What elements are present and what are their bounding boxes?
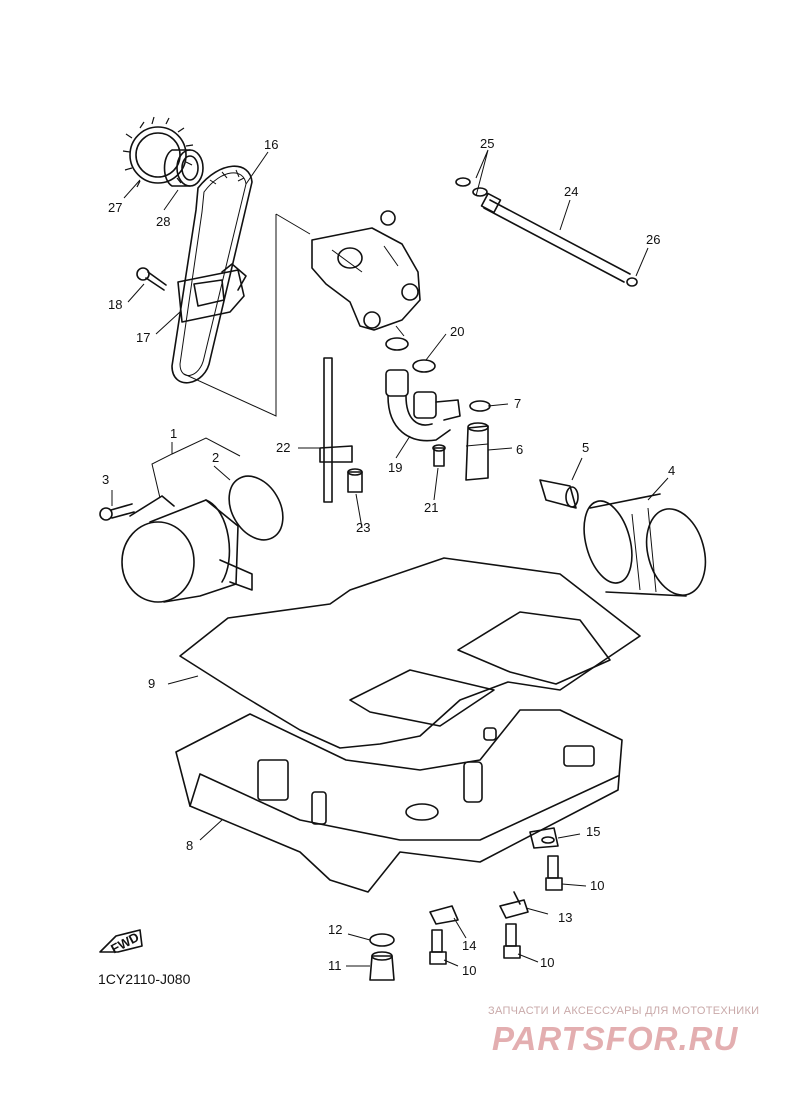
oil-pan xyxy=(175,709,623,893)
callout-23: 23 xyxy=(356,520,370,535)
cooler-gasket xyxy=(228,475,284,541)
oil-filter xyxy=(583,493,707,597)
callout-22: 22 xyxy=(276,440,290,455)
drain-bolt xyxy=(369,951,395,981)
callout-5: 5 xyxy=(582,440,589,455)
sprocket-bearing xyxy=(163,149,204,187)
oil-level-gauge xyxy=(319,357,353,503)
watermark-logo: PARTSFOR.RU xyxy=(492,1020,739,1057)
callout-2: 2 xyxy=(212,450,219,465)
callout-10-right: 10 xyxy=(590,878,604,893)
pan-bolt-right xyxy=(545,855,563,891)
oil-delivery-pipe xyxy=(385,369,461,442)
callout-26: 26 xyxy=(646,232,660,247)
callout-10-left: 10 xyxy=(462,963,476,978)
union-bolt xyxy=(539,479,579,509)
fwd-arrow: FWD xyxy=(99,929,143,956)
fwd-label: FWD xyxy=(108,929,141,956)
callout-25: 25 xyxy=(480,136,494,151)
callout-10-mid: 10 xyxy=(540,955,554,970)
watermark-subtitle: ЗАПЧАСТИ И АКСЕССУАРЫ ДЛЯ МОТОТЕХНИКИ xyxy=(488,1005,760,1017)
chain-guide xyxy=(177,263,247,323)
callout-12: 12 xyxy=(328,922,342,937)
clamp-14 xyxy=(429,905,459,925)
pipe-bolt xyxy=(432,444,446,467)
pump-outline-frame xyxy=(183,213,311,417)
pump-drive-shaft xyxy=(480,192,631,283)
oil-pump-chain xyxy=(171,165,253,384)
callout-20: 20 xyxy=(450,324,464,339)
callout-17: 17 xyxy=(136,330,150,345)
callout-3: 3 xyxy=(102,472,109,487)
oil-pan-gasket xyxy=(179,557,641,749)
o-ring-pipe xyxy=(412,359,436,373)
callout-18: 18 xyxy=(108,297,122,312)
leader-lines xyxy=(111,149,669,967)
shaft-o-ring-a xyxy=(455,177,471,187)
callout-28: 28 xyxy=(156,214,170,229)
oil-cooler xyxy=(121,495,253,603)
callout-19: 19 xyxy=(388,460,402,475)
cooler-bolt xyxy=(99,503,135,521)
pan-bolt-left xyxy=(429,929,447,965)
callout-1: 1 xyxy=(170,426,177,441)
gauge-bolt xyxy=(347,468,363,493)
clamp-13 xyxy=(499,891,529,919)
callout-15: 15 xyxy=(586,824,600,839)
bracket-15 xyxy=(529,827,559,849)
o-ring-small xyxy=(469,400,491,412)
oil-pump xyxy=(311,210,421,331)
callout-16: 16 xyxy=(264,137,278,152)
drive-sprocket xyxy=(122,116,194,188)
callout-labels: 1 2 3 4 5 6 7 8 9 10 10 10 11 12 13 14 1… xyxy=(102,136,675,978)
guide-bolt xyxy=(136,267,167,291)
drawing-code: 1CY2110-J080 xyxy=(98,971,191,987)
callout-7: 7 xyxy=(514,396,521,411)
callout-21: 21 xyxy=(424,500,438,515)
shaft-ring-end xyxy=(626,277,638,287)
callout-8: 8 xyxy=(186,838,193,853)
callout-14: 14 xyxy=(462,938,476,953)
callout-13: 13 xyxy=(558,910,572,925)
callout-27: 27 xyxy=(108,200,122,215)
callout-24: 24 xyxy=(564,184,578,199)
o-ring-pump xyxy=(385,337,409,351)
pan-bolt-mid xyxy=(503,923,521,959)
shaft-o-ring-b xyxy=(472,187,488,197)
callout-9: 9 xyxy=(148,676,155,691)
callout-11: 11 xyxy=(328,958,342,973)
relief-valve xyxy=(465,422,489,481)
callout-4: 4 xyxy=(668,463,675,478)
drain-washer xyxy=(369,933,395,947)
callout-6: 6 xyxy=(516,442,523,457)
